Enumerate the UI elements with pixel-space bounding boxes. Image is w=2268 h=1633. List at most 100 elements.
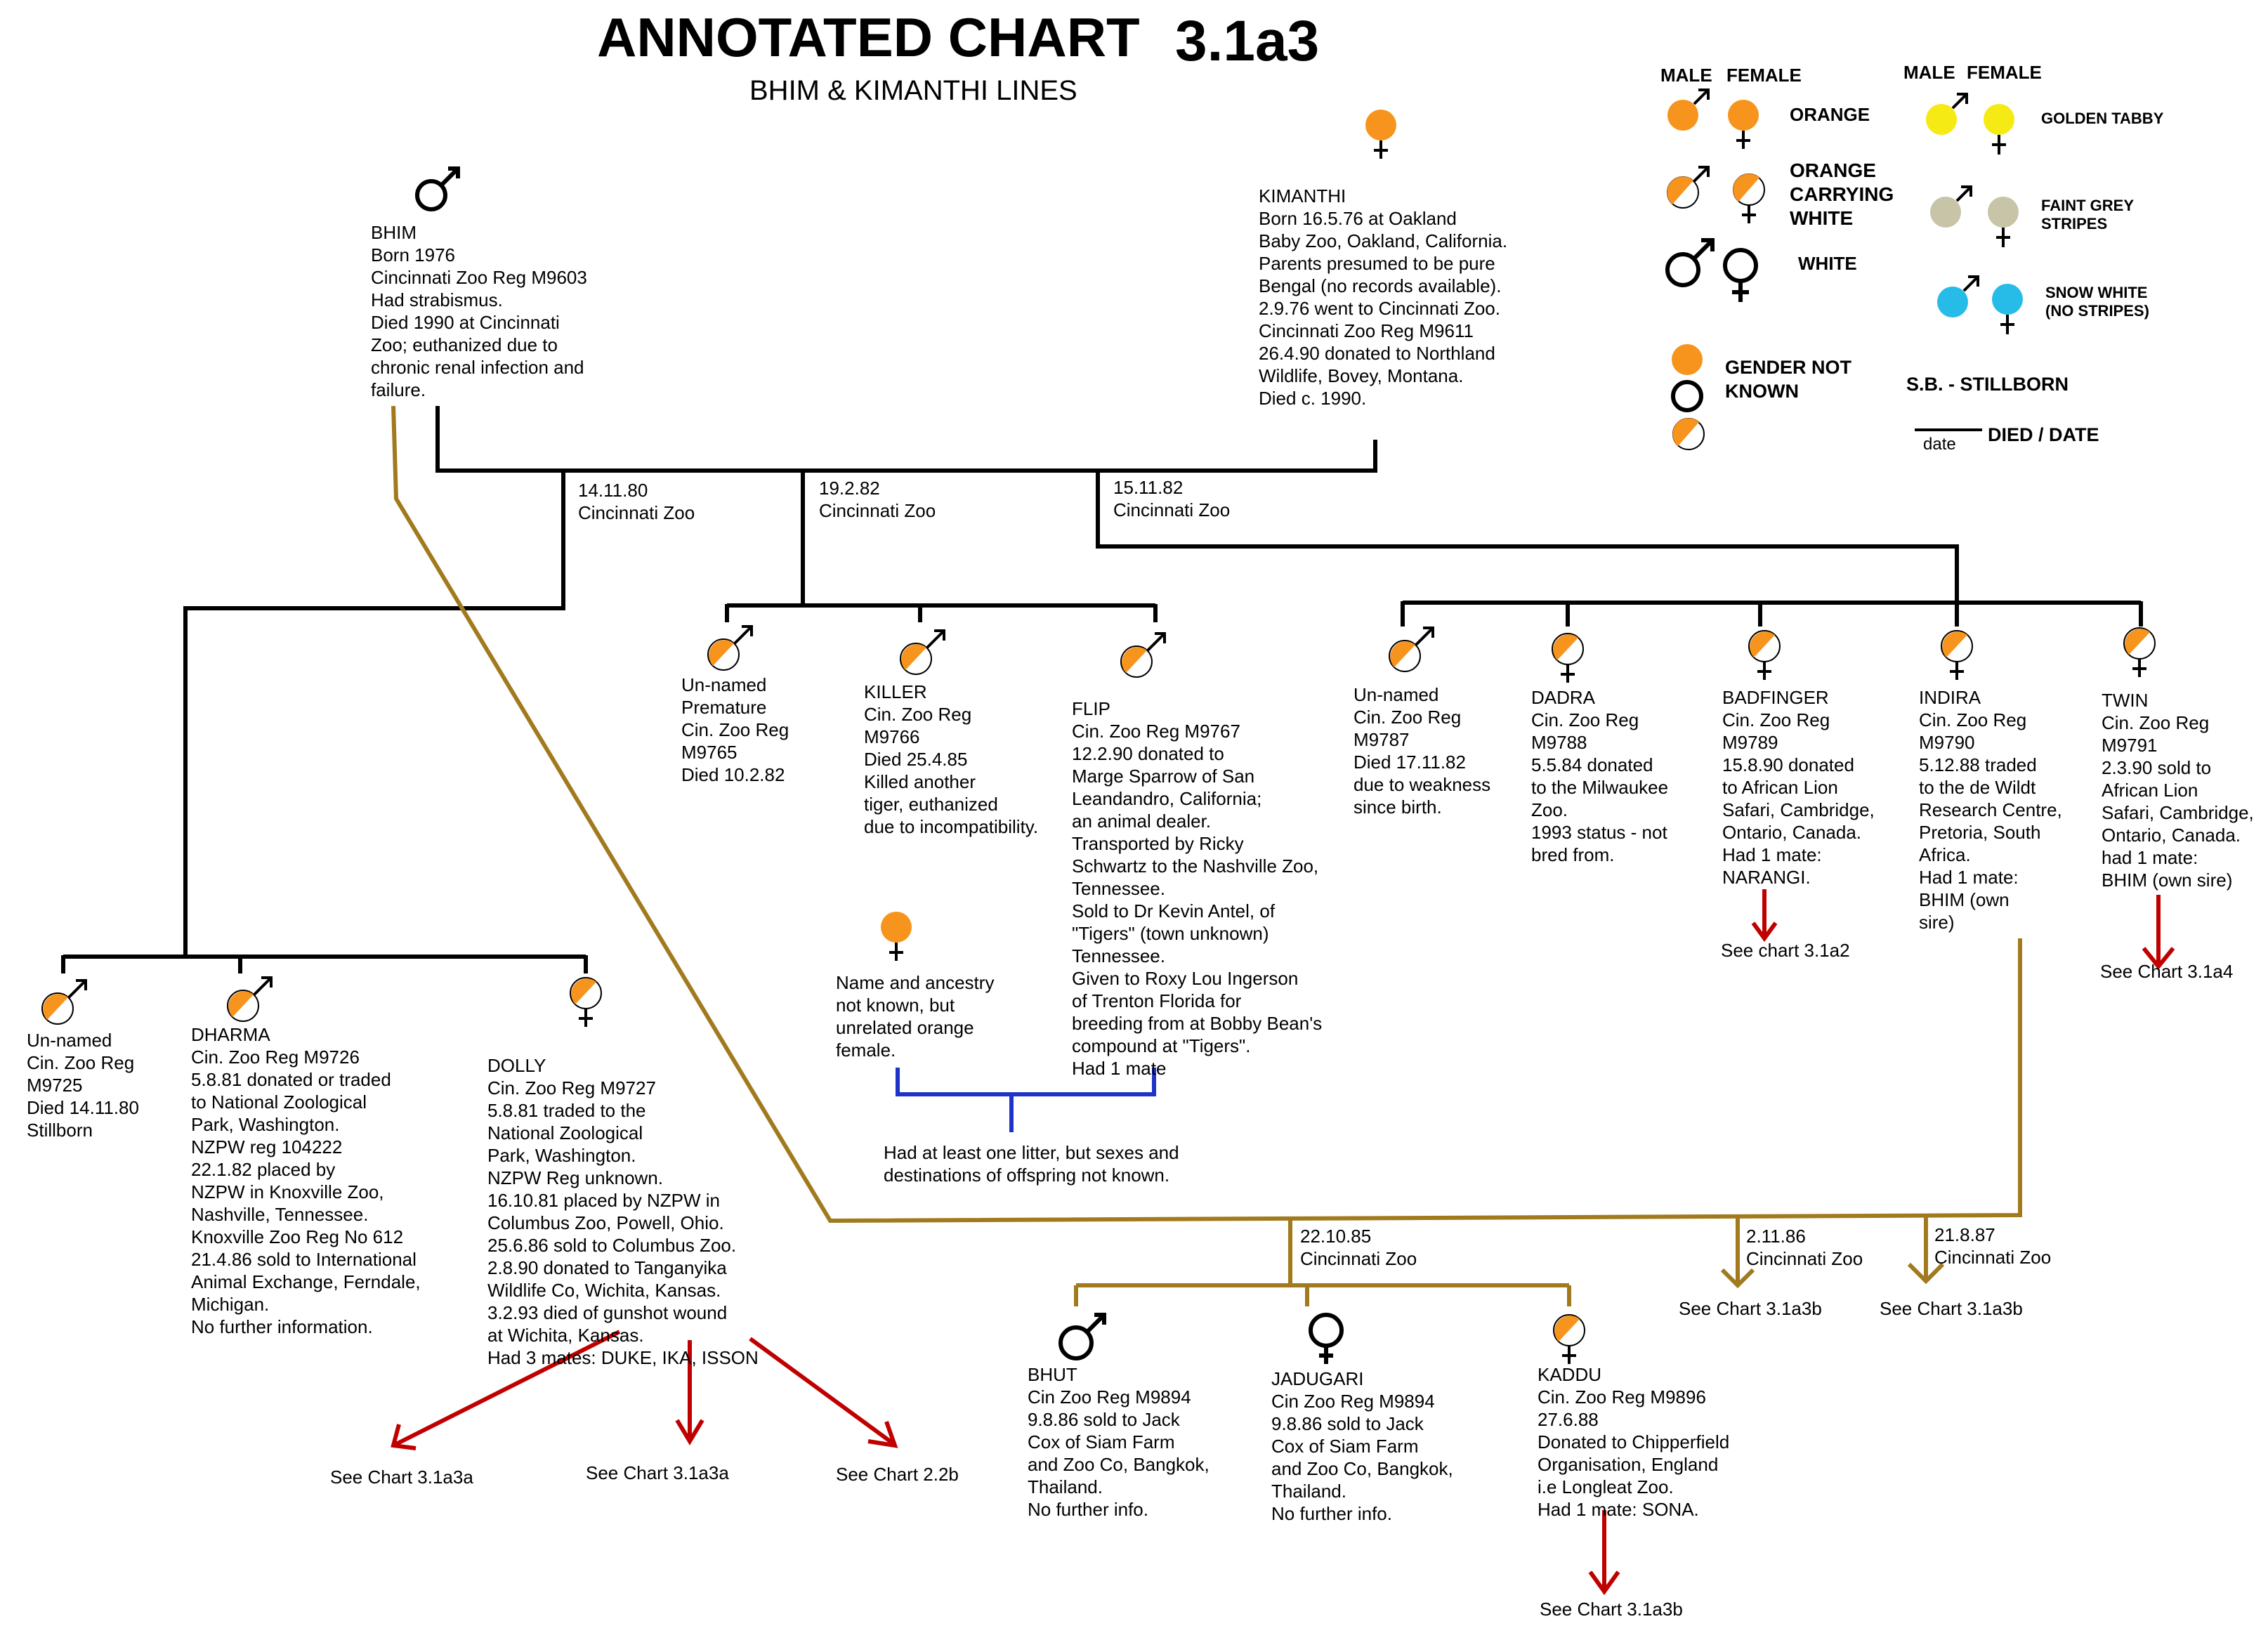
legend-carrier-male-icon bbox=[1667, 166, 1710, 209]
kimanthi-line: Bengal (no records available). bbox=[1259, 275, 1501, 296]
legend-died-word: date bbox=[1923, 435, 1956, 454]
dharma-line: DHARMA bbox=[191, 1024, 270, 1045]
legend-female-heading: FEMALE bbox=[1726, 65, 1802, 86]
dharma-line: Nashville, Tennessee. bbox=[191, 1204, 368, 1225]
unnamed-9787-line: due to weakness bbox=[1353, 774, 1490, 795]
dharma-line: 22.1.82 placed by bbox=[191, 1159, 335, 1180]
killer-line: tiger, euthanized bbox=[864, 794, 998, 815]
indira-line: to the de Wildt bbox=[1919, 777, 2036, 798]
dolly-female-icon bbox=[570, 977, 602, 1027]
litter-5-line: Cincinnati Zoo bbox=[1746, 1248, 1863, 1269]
badfinger-female-icon bbox=[1748, 630, 1781, 680]
indira-line: BHIM (own bbox=[1919, 889, 2010, 910]
legend-unknown-line1: GENDER NOT bbox=[1725, 357, 1852, 378]
jadugari-line: Cin Zoo Reg M9894 bbox=[1271, 1391, 1435, 1412]
ref-l5-label: See Chart 3.1a3b bbox=[1679, 1298, 1822, 1319]
twin-line: TWIN bbox=[2102, 690, 2148, 711]
dharma-line: Michigan. bbox=[191, 1294, 269, 1315]
unnamed-9787-line: Un-named bbox=[1353, 684, 1438, 705]
legend-snow-female-icon bbox=[1992, 284, 2023, 334]
legend-golden-female-icon bbox=[1984, 104, 2014, 155]
indira-line: M9790 bbox=[1919, 732, 1975, 753]
dolly-line: at Wichita, Kansas. bbox=[487, 1325, 644, 1346]
killer-line: due to incompatibility. bbox=[864, 816, 1038, 837]
dolly-line: Park, Washington. bbox=[487, 1145, 636, 1166]
legend: MALE FEMALE MALE FEMALE ORANGE ORANGE CA… bbox=[1660, 62, 2164, 454]
dharma-male-icon bbox=[227, 976, 273, 1022]
killer-line: Cin. Zoo Reg bbox=[864, 704, 971, 725]
ref-isson-label: See Chart 2.2b bbox=[836, 1464, 959, 1485]
flip-male-icon bbox=[1120, 632, 1166, 678]
flip-line: Tennessee. bbox=[1072, 945, 1165, 966]
legend-female-heading-2: FEMALE bbox=[1967, 62, 2042, 83]
badfinger-line: BADFINGER bbox=[1722, 687, 1829, 708]
bhut-line: BHUT bbox=[1028, 1364, 1077, 1385]
flip-line: Had 1 mate bbox=[1072, 1058, 1166, 1079]
reference-arrows bbox=[391, 889, 2175, 1596]
flip-line: Tennessee. bbox=[1072, 878, 1165, 899]
litter-6-line: Cincinnati Zoo bbox=[1934, 1247, 2051, 1268]
dadra-line: DADRA bbox=[1531, 687, 1596, 708]
dadra-line: Zoo. bbox=[1531, 799, 1568, 820]
legend-grey-line2: STRIPES bbox=[2041, 215, 2107, 232]
bhim-line: Cincinnati Zoo Reg M9603 bbox=[371, 267, 587, 288]
unnamed-9787-male-icon bbox=[1389, 627, 1434, 672]
kaddu-line: Cin. Zoo Reg M9896 bbox=[1538, 1386, 1706, 1408]
dharma-line: Cin. Zoo Reg M9726 bbox=[191, 1047, 360, 1068]
bhut-line: and Zoo Co, Bangkok, bbox=[1028, 1454, 1210, 1475]
flip-line: breeding from at Bobby Bean's bbox=[1072, 1013, 1322, 1034]
unnamed-9765-line: Un-named bbox=[681, 674, 766, 695]
unnamed-9725-line: Cin. Zoo Reg bbox=[27, 1052, 134, 1073]
unknown-female-line: Name and ancestry bbox=[836, 972, 994, 993]
legend-grey-female-icon bbox=[1988, 197, 2019, 247]
flip-line: "Tigers" (town unknown) bbox=[1072, 923, 1269, 944]
dadra-line: bred from. bbox=[1531, 844, 1615, 865]
twin-line: had 1 mate: bbox=[2102, 847, 2198, 868]
dolly-line: Cin. Zoo Reg M9727 bbox=[487, 1077, 656, 1098]
twin-line: BHIM (own sire) bbox=[2102, 870, 2232, 891]
dharma-line: 5.8.81 donated or traded bbox=[191, 1069, 391, 1090]
unnamed-9787-line: since birth. bbox=[1353, 796, 1442, 818]
unnamed-9765-line: Died 10.2.82 bbox=[681, 764, 785, 785]
badfinger-line: Had 1 mate: bbox=[1722, 844, 1822, 865]
twin-line: Safari, Cambridge, bbox=[2102, 802, 2254, 823]
legend-carrier-female-icon bbox=[1733, 173, 1765, 223]
ref-twin-label: See Chart 3.1a4 bbox=[2100, 961, 2233, 982]
ref-kaddu-label: See Chart 3.1a3b bbox=[1540, 1599, 1683, 1620]
kaddu-line: Organisation, England bbox=[1538, 1454, 1718, 1475]
legend-unknown-line2: KNOWN bbox=[1725, 381, 1799, 402]
jadugari-female-icon bbox=[1309, 1313, 1344, 1364]
flip-litter-line: Had at least one litter, but sexes and bbox=[884, 1142, 1179, 1163]
kaddu-line: 27.6.88 bbox=[1538, 1409, 1599, 1430]
legend-white-female-icon bbox=[1723, 248, 1758, 302]
indira-line: sire) bbox=[1919, 912, 1955, 933]
unnamed-9765-line: Cin. Zoo Reg bbox=[681, 719, 789, 740]
legend-snow-line2: (NO STRIPES) bbox=[2045, 302, 2149, 320]
indira-line: Research Centre, bbox=[1919, 799, 2062, 820]
dadra-line: Cin. Zoo Reg bbox=[1531, 709, 1639, 730]
dharma-line: No further information. bbox=[191, 1316, 373, 1337]
unnamed-9725-line: M9725 bbox=[27, 1075, 83, 1096]
ref-l6-label: See Chart 3.1a3b bbox=[1880, 1298, 2023, 1319]
flip-line: Marge Sparrow of San bbox=[1072, 766, 1254, 787]
legend-carrier-line3: WHITE bbox=[1790, 207, 1853, 229]
bhim-male-icon bbox=[415, 166, 460, 211]
legend-stillborn: S.B. - STILLBORN bbox=[1906, 374, 2069, 395]
bhim-line: chronic renal infection and bbox=[371, 357, 584, 378]
unnamed-9765-line: M9765 bbox=[681, 742, 738, 763]
unnamed-9765-male-icon bbox=[707, 625, 753, 671]
unnamed-9725-male-icon bbox=[41, 979, 87, 1025]
killer-male-icon bbox=[900, 629, 945, 675]
ref-badfinger-label: See chart 3.1a2 bbox=[1721, 940, 1850, 961]
dolly-line: Columbus Zoo, Powell, Ohio. bbox=[487, 1212, 724, 1233]
dharma-line: Knoxville Zoo Reg No 612 bbox=[191, 1226, 403, 1247]
dolly-line: National Zoological bbox=[487, 1122, 643, 1143]
